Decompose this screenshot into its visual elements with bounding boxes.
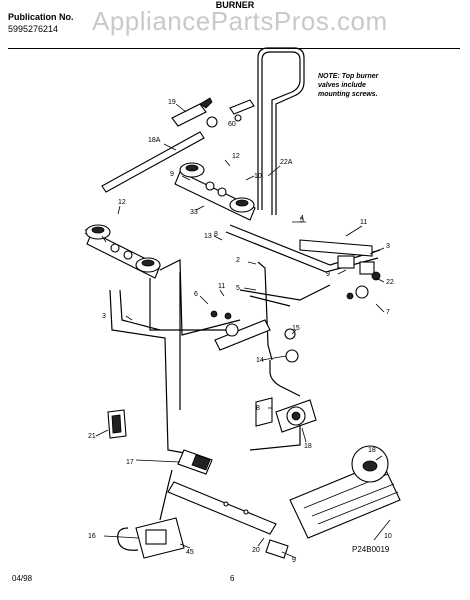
part-45-clip bbox=[265, 539, 289, 559]
callout-10a: 10 bbox=[254, 173, 262, 180]
callout-5a: 6 bbox=[194, 291, 198, 298]
center-valve bbox=[210, 310, 271, 351]
header-rule bbox=[8, 48, 460, 49]
callout-18a2: 17 bbox=[126, 459, 134, 466]
callout-5b: 14 bbox=[256, 357, 264, 364]
callout-9b: 4 bbox=[300, 215, 304, 222]
callout-21: 18 bbox=[368, 447, 376, 454]
gas-tube-22a bbox=[261, 51, 301, 215]
ignitor-bracket bbox=[101, 97, 255, 193]
burner-assembly-right bbox=[174, 162, 256, 221]
callout-16: 20 bbox=[252, 547, 260, 554]
publication-label: Publication No. bbox=[8, 12, 74, 22]
burner-tube-left-3 bbox=[119, 289, 161, 331]
callout-8b: 21 bbox=[88, 433, 96, 440]
oven-ignitor bbox=[177, 449, 213, 475]
note-text: NOTE: Top burner valves include mounting… bbox=[318, 73, 379, 98]
tube-22-b bbox=[249, 295, 291, 307]
regulator-outlet bbox=[249, 425, 301, 451]
callout-45: 9 bbox=[292, 557, 296, 564]
tube-22 bbox=[239, 284, 331, 301]
fitting-5 bbox=[285, 349, 299, 363]
callout-33: 33 bbox=[190, 209, 198, 216]
callout-1: 3 bbox=[386, 243, 390, 250]
callout-18b: 45 bbox=[186, 549, 194, 556]
callout-labels: 19 18A 60 12 22A 9 10 33 8 12 4 11 13 1 … bbox=[84, 99, 394, 564]
callout-12a: 12 bbox=[232, 153, 240, 160]
callout-7: 11 bbox=[218, 283, 225, 290]
diagram-id: P24B0019 bbox=[352, 545, 390, 554]
callout-17: 16 bbox=[88, 533, 96, 540]
callout-8a: 8 bbox=[214, 231, 218, 238]
section-title: BURNER bbox=[215, 0, 255, 10]
callout-2: 9 bbox=[326, 271, 330, 278]
callout-3b: 15 bbox=[292, 325, 300, 332]
callout-20: 10 bbox=[384, 533, 392, 540]
callout-19: 19 bbox=[168, 99, 176, 106]
valve-cluster bbox=[299, 239, 381, 300]
callout-18a: 18A bbox=[148, 137, 161, 144]
callout-15: 8 bbox=[256, 405, 260, 412]
tube-13 bbox=[257, 261, 273, 361]
burner-assembly-left bbox=[85, 224, 161, 279]
callout-60: 60 bbox=[228, 121, 236, 128]
callout-13: 2 bbox=[236, 257, 240, 264]
callout-9a: 9 bbox=[170, 171, 174, 178]
regulator bbox=[255, 397, 317, 433]
callout-12b: 12 bbox=[118, 199, 126, 206]
callout-14: 18 bbox=[304, 443, 312, 450]
leader-lines bbox=[95, 103, 391, 559]
oven-safety-valve bbox=[117, 469, 185, 559]
callout-11b: 3 bbox=[102, 313, 106, 320]
burner-tube-left-2 bbox=[159, 259, 241, 336]
regulator-supply bbox=[269, 360, 301, 397]
fitting-3 bbox=[284, 328, 296, 340]
inset-detail bbox=[351, 445, 389, 483]
callout-6: 5 bbox=[300, 217, 304, 224]
watermark: AppliancePartsPros.com bbox=[92, 6, 388, 36]
oven-burner-tube bbox=[167, 481, 277, 535]
publication-number: 5995276214 bbox=[8, 24, 59, 34]
callout-3a: 22 bbox=[386, 279, 394, 286]
gas-tube-22a-outer bbox=[257, 47, 305, 215]
footer-date: 04/98 bbox=[12, 574, 33, 583]
callout-9c: 7 bbox=[386, 309, 390, 316]
callout-22a: 22A bbox=[280, 159, 293, 166]
callout-10b: 1 bbox=[84, 229, 88, 236]
callout-11a: 13 bbox=[204, 233, 212, 240]
footer-page: 6 bbox=[230, 574, 235, 583]
callout-4: 11 bbox=[360, 219, 367, 226]
callout-22: 5 bbox=[236, 285, 240, 292]
left-gas-line bbox=[109, 289, 197, 456]
part-8-bracket bbox=[107, 409, 127, 439]
